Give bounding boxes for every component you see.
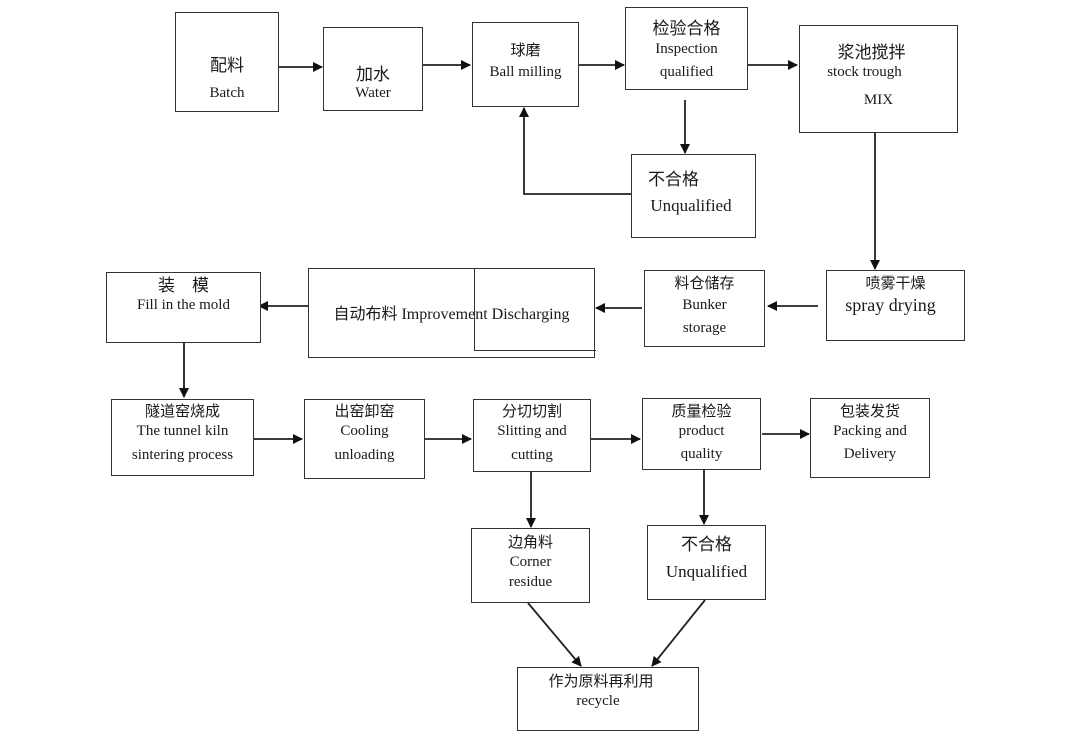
node-label-en-1: product (678, 423, 725, 439)
arrow-corner-recycle (527, 602, 582, 667)
node-label-zh: 不合格 (681, 535, 732, 554)
node-unqualified-1: 不合格 Unqualified (631, 154, 756, 238)
node-label-zh: 包装发货 (839, 404, 900, 420)
node-label-zh: 边角料 (507, 535, 553, 551)
node-label-en-2: quality (680, 446, 723, 462)
node-inspection-qualified: 检验合格 Inspection qualified (625, 7, 748, 90)
node-label-en-1: Inspection (655, 41, 718, 57)
node-packing-delivery: 包装发货 Packing and Delivery (810, 398, 930, 478)
node-bunker-storage: 料仓储存 Bunker storage (644, 270, 765, 347)
node-label-en: recycle (576, 693, 620, 709)
node-label-en-2: qualified (659, 64, 714, 80)
node-label-en-2: cutting (511, 447, 553, 463)
node-slitting-cutting: 分切切割 Slitting and cutting (473, 399, 591, 472)
node-label-zh: 出窑卸窑 (334, 404, 395, 420)
discharging-inner-box (474, 268, 596, 351)
node-unqualified-2: 不合格 Unqualified (647, 525, 766, 600)
node-label-zh: 检验合格 (652, 19, 721, 38)
node-label-zh: 装 模 (158, 276, 209, 295)
node-label-zh: 喷雾干燥 (865, 276, 926, 292)
node-label-en: Unqualified (665, 562, 748, 581)
node-label-en: Water (355, 85, 391, 101)
node-corner-residue: 边角料 Corner residue (471, 528, 590, 603)
node-label-en: Ball milling (489, 64, 562, 80)
node-label-en: Batch (209, 85, 245, 101)
node-label-zh: 作为原料再利用 (548, 674, 654, 690)
node-label-en: Unqualified (650, 196, 732, 215)
node-label-en-1: Corner (509, 554, 552, 570)
node-label-en-1: Bunker (682, 297, 727, 313)
node-tunnel-kiln: 隧道窑烧成 The tunnel kiln sintering process (111, 399, 254, 476)
node-label-en-1: stock trough (827, 64, 902, 80)
node-label-en-2: sintering process (131, 447, 234, 463)
node-ball-milling: 球磨 Ball milling (472, 22, 579, 107)
node-label-en-1: Packing and (833, 423, 907, 439)
node-water: 加水 Water (323, 27, 423, 111)
node-label-zh: 质量检验 (671, 404, 732, 420)
node-label-en-1: Cooling (340, 423, 389, 439)
node-label-en-2: storage (682, 320, 727, 336)
node-product-quality: 质量检验 product quality (642, 398, 761, 470)
node-label-en-1: The tunnel kiln (136, 423, 229, 439)
node-label-zh: 料仓储存 (674, 276, 735, 292)
node-recycle: 作为原料再利用 recycle (517, 667, 699, 731)
node-spray-drying: 喷雾干燥 spray drying (826, 270, 965, 341)
node-label-en-1: Slitting and (497, 423, 567, 439)
node-label-zh: 分切切割 (501, 404, 562, 420)
node-label-en-2: MIX (863, 92, 894, 108)
node-label-zh: 不合格 (648, 170, 699, 189)
node-label-en: Fill in the mold (137, 297, 230, 313)
node-stock-trough-mix: 浆池搅拌 stock trough MIX (799, 25, 958, 133)
node-label-zh: 隧道窑烧成 (144, 404, 220, 420)
node-label-zh: 浆池搅拌 (837, 43, 906, 62)
node-fill-mold: 装 模 Fill in the mold (106, 272, 261, 343)
node-label-en-2: residue (508, 574, 553, 590)
node-discharging: 自动布料 Improvement Discharging (308, 268, 596, 358)
node-label-en-2: unloading (334, 447, 395, 463)
node-label-zh: 加水 (356, 65, 390, 84)
node-label-zh: 配料 (210, 56, 244, 75)
node-cooling-unloading: 出窑卸窑 Cooling unloading (304, 399, 425, 479)
node-label-en: spray drying (845, 295, 936, 315)
arrow-unqualified-ballmilling (519, 107, 631, 195)
arrow-unqualified-recycle (651, 599, 706, 667)
node-label: 自动布料 Improvement Discharging (333, 306, 570, 323)
node-label-zh: 球磨 (510, 43, 541, 59)
node-label-en-2: Delivery (843, 446, 897, 462)
node-batch: 配料 Batch (175, 12, 279, 112)
